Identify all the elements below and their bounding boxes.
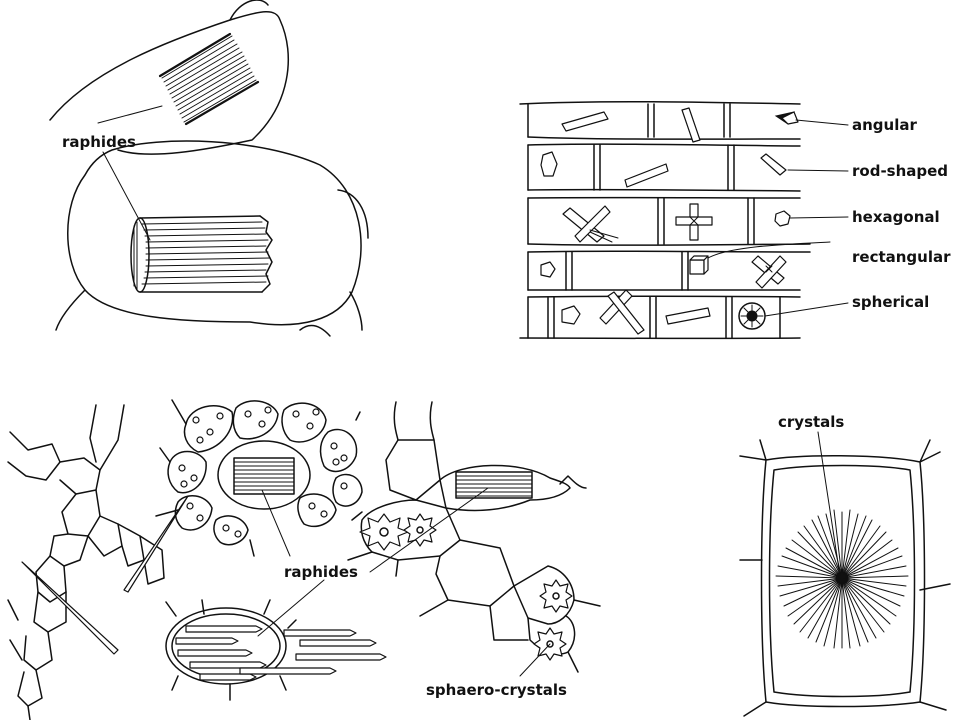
projecting-raphides (176, 626, 386, 680)
sphaero-crystal-2 (404, 514, 436, 546)
panel-crystal-shapes: angular rod-shaped hexagonal rectangular… (520, 102, 951, 339)
sphaero-crystal-3 (540, 580, 572, 612)
leader-upper-bundle (98, 106, 162, 123)
leader-raphides-top (103, 152, 150, 240)
leader-raphides-bottom (258, 580, 324, 636)
sphaero-crystal-1 (360, 514, 408, 550)
raphide-bundle-upper (160, 34, 258, 124)
raphide-bundle-lower (131, 216, 272, 292)
label-raphides-top: raphides (62, 133, 136, 151)
panel-raphide-cells: raphides (50, 0, 368, 336)
raphide-bundle-right (456, 472, 532, 498)
label-raphides-bottom: raphides (284, 563, 358, 581)
label-hexagonal: hexagonal (852, 208, 940, 226)
label-spherical: spherical (852, 293, 929, 311)
druse-crystal (776, 510, 908, 648)
label-rod-shaped: rod-shaped (852, 162, 948, 180)
raphide-bundle-round-cell (234, 458, 294, 494)
label-angular: angular (852, 116, 917, 134)
label-sphaero-crystals: sphaero-crystals (426, 681, 567, 699)
panel-tissue-crystals: raphides sphaero-crystals (8, 400, 600, 720)
label-crystals: crystals (778, 413, 844, 431)
leader-raphides-left (262, 490, 290, 556)
panel-druse-cell: crystals (740, 413, 950, 716)
leader-sphaero-crystals (520, 644, 550, 676)
leader-crystals (818, 432, 840, 576)
label-rectangular: rectangular (852, 248, 951, 266)
